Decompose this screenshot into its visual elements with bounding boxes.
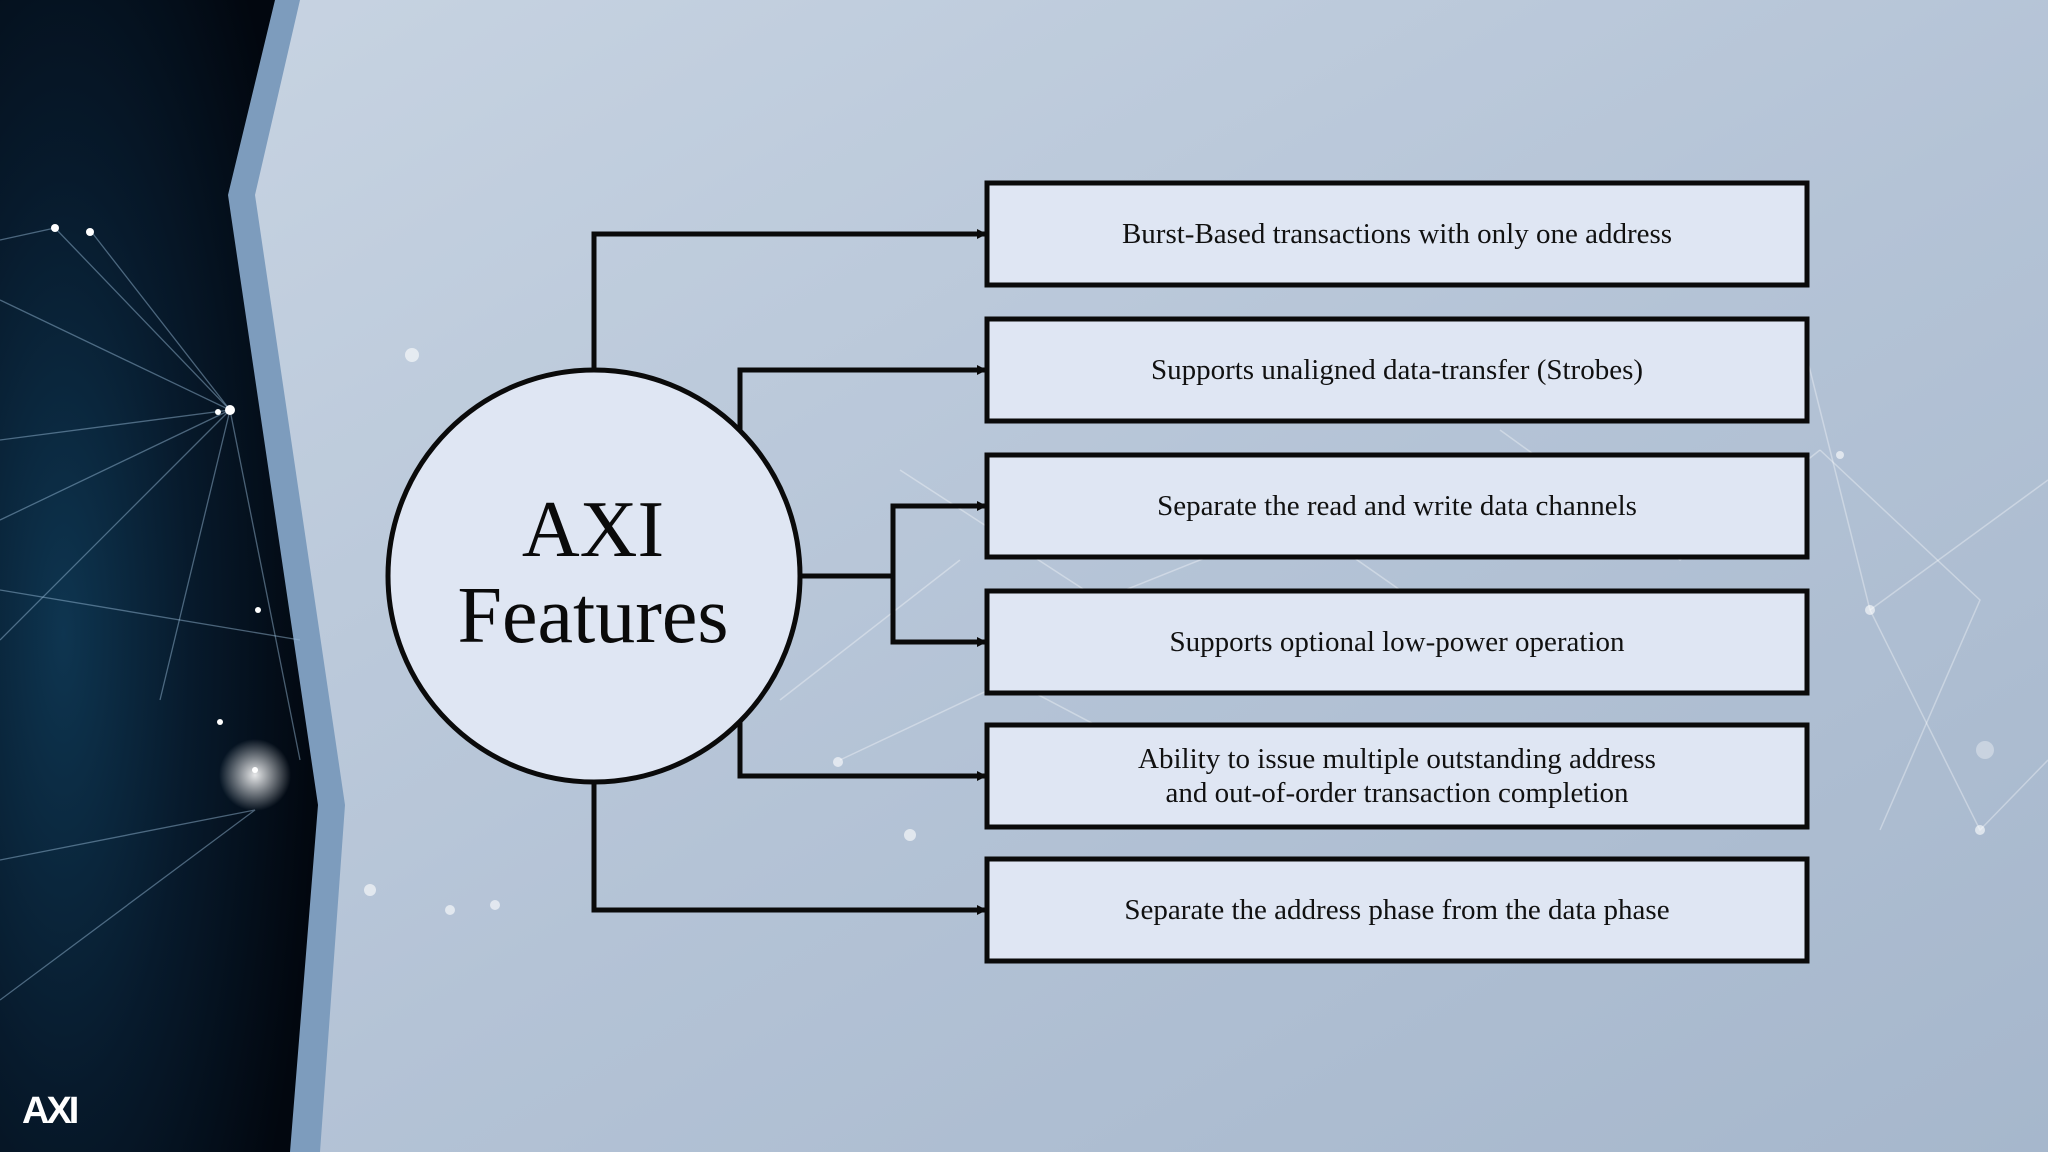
connectors [591,229,987,915]
center-node-title-line1: AXI [521,486,665,574]
feature-box-2 [984,316,1810,424]
connector-3 [800,501,987,579]
feature-text-5: Ability to issue multiple outstanding ad… [1138,743,1656,809]
center-node-title-line2: Features [457,572,729,660]
feature-box-4 [984,588,1810,696]
left-panel [0,0,318,1152]
feature-box-5 [984,722,1810,830]
feature-text-6: Separate the address phase from the data… [1124,894,1670,926]
feature-box-1 [984,180,1810,288]
feature-box-3 [984,452,1810,560]
center-node-title: AXI Features [388,483,798,663]
feature-text-4: Supports optional low-power operation [1169,626,1625,658]
connector-6 [591,772,987,915]
feature-text-3: Separate the read and write data channel… [1157,490,1637,522]
axi-logo: AXI [22,1090,79,1132]
center-node-circle [385,367,803,785]
network-nodes-dark [51,224,261,773]
feature-box-6 [984,856,1810,964]
connector-5 [737,718,987,781]
feature-text-1: Burst-Based transactions with only one a… [1121,218,1673,250]
feature-text-2: Supports unaligned data-transfer (Strobe… [1150,354,1644,386]
connector-4 [890,576,987,647]
connector-2 [737,365,987,437]
connector-1 [591,229,987,380]
star-glow [219,739,291,811]
feature-boxes [984,180,1810,964]
